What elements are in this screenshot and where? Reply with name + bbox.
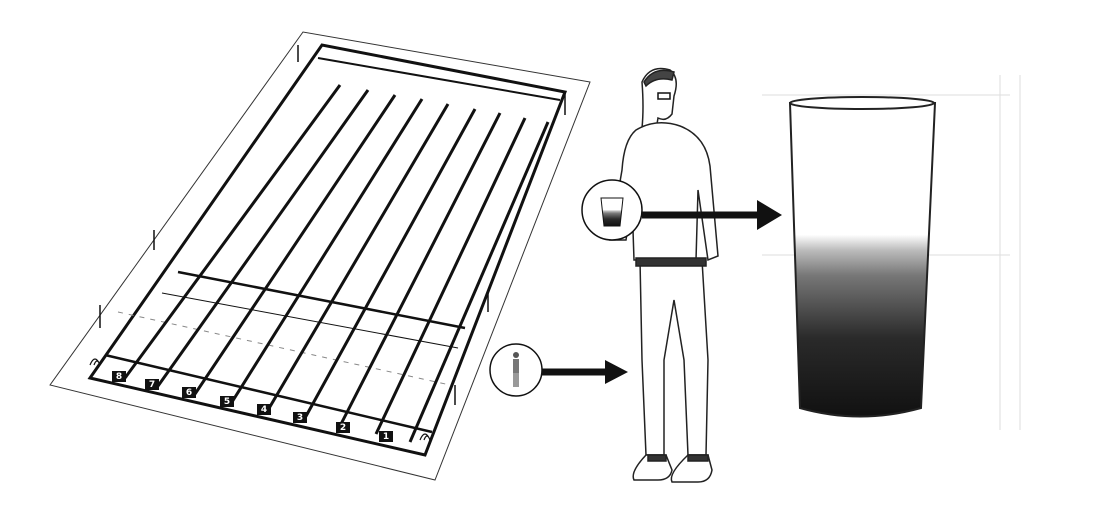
lane-number-blocks: 8 7 6 5 4 3 2 1 — [112, 371, 393, 442]
pool-ladder-icon — [419, 433, 431, 441]
lane-number: 8 — [116, 372, 122, 382]
lane-number: 6 — [186, 388, 192, 398]
pool-top-rope — [317, 57, 561, 101]
lane-number: 7 — [149, 380, 155, 390]
lane-number: 3 — [297, 413, 303, 423]
pool-cross-line — [177, 270, 466, 330]
pool-ladder-icon — [89, 358, 101, 366]
pool-ground — [49, 31, 591, 481]
person-scale-inset — [489, 343, 543, 397]
person-illustration — [609, 67, 719, 483]
lane-number: 2 — [340, 423, 346, 433]
pool-cross-line — [161, 292, 459, 349]
arrow-right-icon — [542, 360, 628, 384]
water-glass-illustration — [762, 75, 1021, 430]
lane-number: 4 — [261, 405, 267, 415]
lane-lines — [123, 84, 550, 443]
lane-number: 1 — [383, 432, 389, 442]
pool-posts — [99, 45, 566, 405]
glass-inset — [581, 179, 643, 241]
pool-start-line — [104, 353, 433, 434]
swimming-pool-illustration: 8 7 6 5 4 3 2 1 — [49, 31, 591, 481]
flag-rope — [117, 311, 451, 386]
arrow-right-icon — [642, 200, 782, 230]
lane-number: 5 — [224, 397, 230, 407]
